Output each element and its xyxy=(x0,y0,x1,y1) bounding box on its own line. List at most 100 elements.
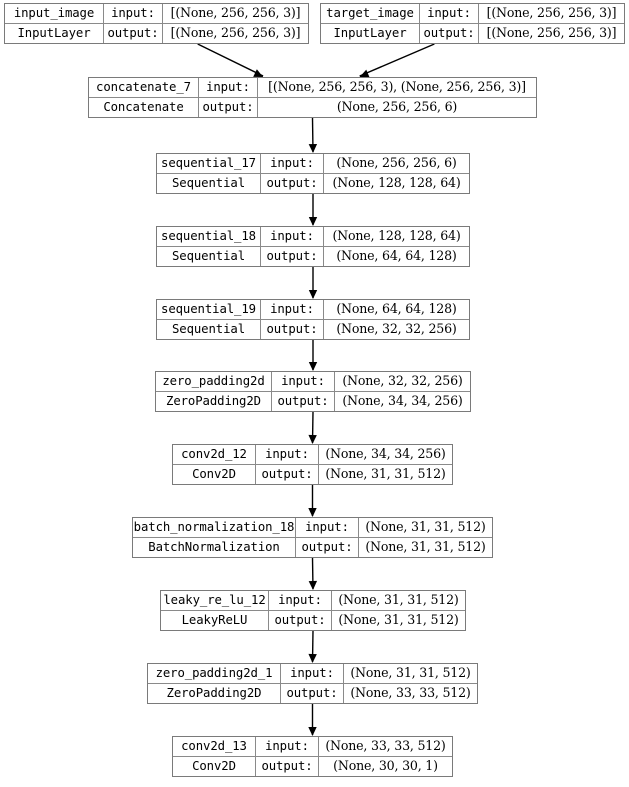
layer-name: sequential_17 xyxy=(157,154,261,173)
layer-name: sequential_19 xyxy=(157,300,261,319)
input-shape-value: (None, 31, 31, 512) xyxy=(338,591,459,607)
layer-name: conv2d_13 xyxy=(173,737,256,756)
input-label: input: xyxy=(261,300,324,319)
layer-name: input_image xyxy=(5,4,104,23)
edge-leaky_re_lu_12-to-zero_padding2d_1 xyxy=(311,630,314,663)
arrowhead-leaky_re_lu_12-to-zero_padding2d_1 xyxy=(308,653,317,663)
input-label: input: xyxy=(256,445,319,464)
output-shape-value: (None, 31, 31, 512) xyxy=(325,465,446,481)
input-label: input: xyxy=(261,154,324,173)
layer-class-name: InputLayer xyxy=(5,23,104,43)
layer-class-name: Sequential xyxy=(157,319,261,339)
layer-class-name: Conv2D xyxy=(173,756,256,776)
input-shape-value: [(None, 256, 256, 3)] xyxy=(170,4,301,20)
input-shape-value: (None, 31, 31, 512) xyxy=(365,518,486,534)
input-shape-value: (None, 256, 256, 6) xyxy=(336,154,457,170)
output-shape-value: (None, 33, 33, 512) xyxy=(350,684,471,700)
input-label: input: xyxy=(269,591,332,610)
layer-name: zero_padding2d_1 xyxy=(148,664,281,683)
layer-class-name: Conv2D xyxy=(173,464,256,484)
output-shape-value: [(None, 256, 256, 3)] xyxy=(486,24,617,40)
input-label: input: xyxy=(199,78,258,97)
arrowhead-zero_padding2d-to-conv2d_12 xyxy=(308,434,317,444)
input-shape-value: (None, 31, 31, 512) xyxy=(350,664,471,680)
edge-input_image-to-concatenate_7 xyxy=(197,43,264,77)
layer-name: target_image xyxy=(321,4,420,23)
edge-concatenate_7-to-sequential_17 xyxy=(311,117,314,153)
input-label: input: xyxy=(272,372,335,391)
output-shape-value: (None, 32, 32, 256) xyxy=(336,320,457,336)
layer-class-name: ZeroPadding2D xyxy=(148,683,281,703)
output-shape-value: (None, 256, 256, 6) xyxy=(336,98,458,114)
arrowhead-conv2d_12-to-batch_normalization_18 xyxy=(308,508,317,517)
input-label: input: xyxy=(104,4,163,23)
input-label: input: xyxy=(261,227,324,246)
output-label: output: xyxy=(261,246,324,266)
output-label: output: xyxy=(256,464,319,484)
output-label: output: xyxy=(272,391,335,411)
input-label: input: xyxy=(296,518,359,537)
output-label: output: xyxy=(199,97,258,117)
layer-name: leaky_re_lu_12 xyxy=(161,591,269,610)
output-label: output: xyxy=(261,173,324,193)
layer-class-name: InputLayer xyxy=(321,23,420,43)
output-shape-value: (None, 31, 31, 512) xyxy=(365,538,486,554)
layer-class-name: Sequential xyxy=(157,246,261,266)
output-label: output: xyxy=(261,319,324,339)
input-shape-value: (None, 33, 33, 512) xyxy=(325,737,446,753)
edge-zero_padding2d-to-conv2d_12 xyxy=(311,411,314,444)
layer-class-name: ZeroPadding2D xyxy=(156,391,272,411)
input-shape-value: [(None, 256, 256, 3)] xyxy=(486,4,617,20)
output-label: output: xyxy=(281,683,344,703)
layer-name: zero_padding2d xyxy=(156,372,272,391)
layer-class-name: BatchNormalization xyxy=(133,537,296,557)
input-shape-value: (None, 34, 34, 256) xyxy=(325,445,446,461)
output-label: output: xyxy=(296,537,359,557)
output-shape-value: (None, 64, 64, 128) xyxy=(336,247,457,263)
edge-batch_normalization_18-to-leaky_re_lu_12 xyxy=(311,557,314,590)
arrowhead-sequential_19-to-zero_padding2d xyxy=(308,362,318,371)
output-label: output: xyxy=(256,756,319,776)
arrowhead-batch_normalization_18-to-leaky_re_lu_12 xyxy=(308,580,318,590)
arrowhead-concatenate_7-to-sequential_17 xyxy=(308,143,318,153)
layer-class-name: Concatenate xyxy=(89,97,199,117)
output-shape-value: (None, 34, 34, 256) xyxy=(342,392,463,408)
output-shape-value: (None, 128, 128, 64) xyxy=(332,174,461,190)
layer-name: conv2d_12 xyxy=(173,445,256,464)
output-label: output: xyxy=(104,23,163,43)
layer-name: sequential_18 xyxy=(157,227,261,246)
